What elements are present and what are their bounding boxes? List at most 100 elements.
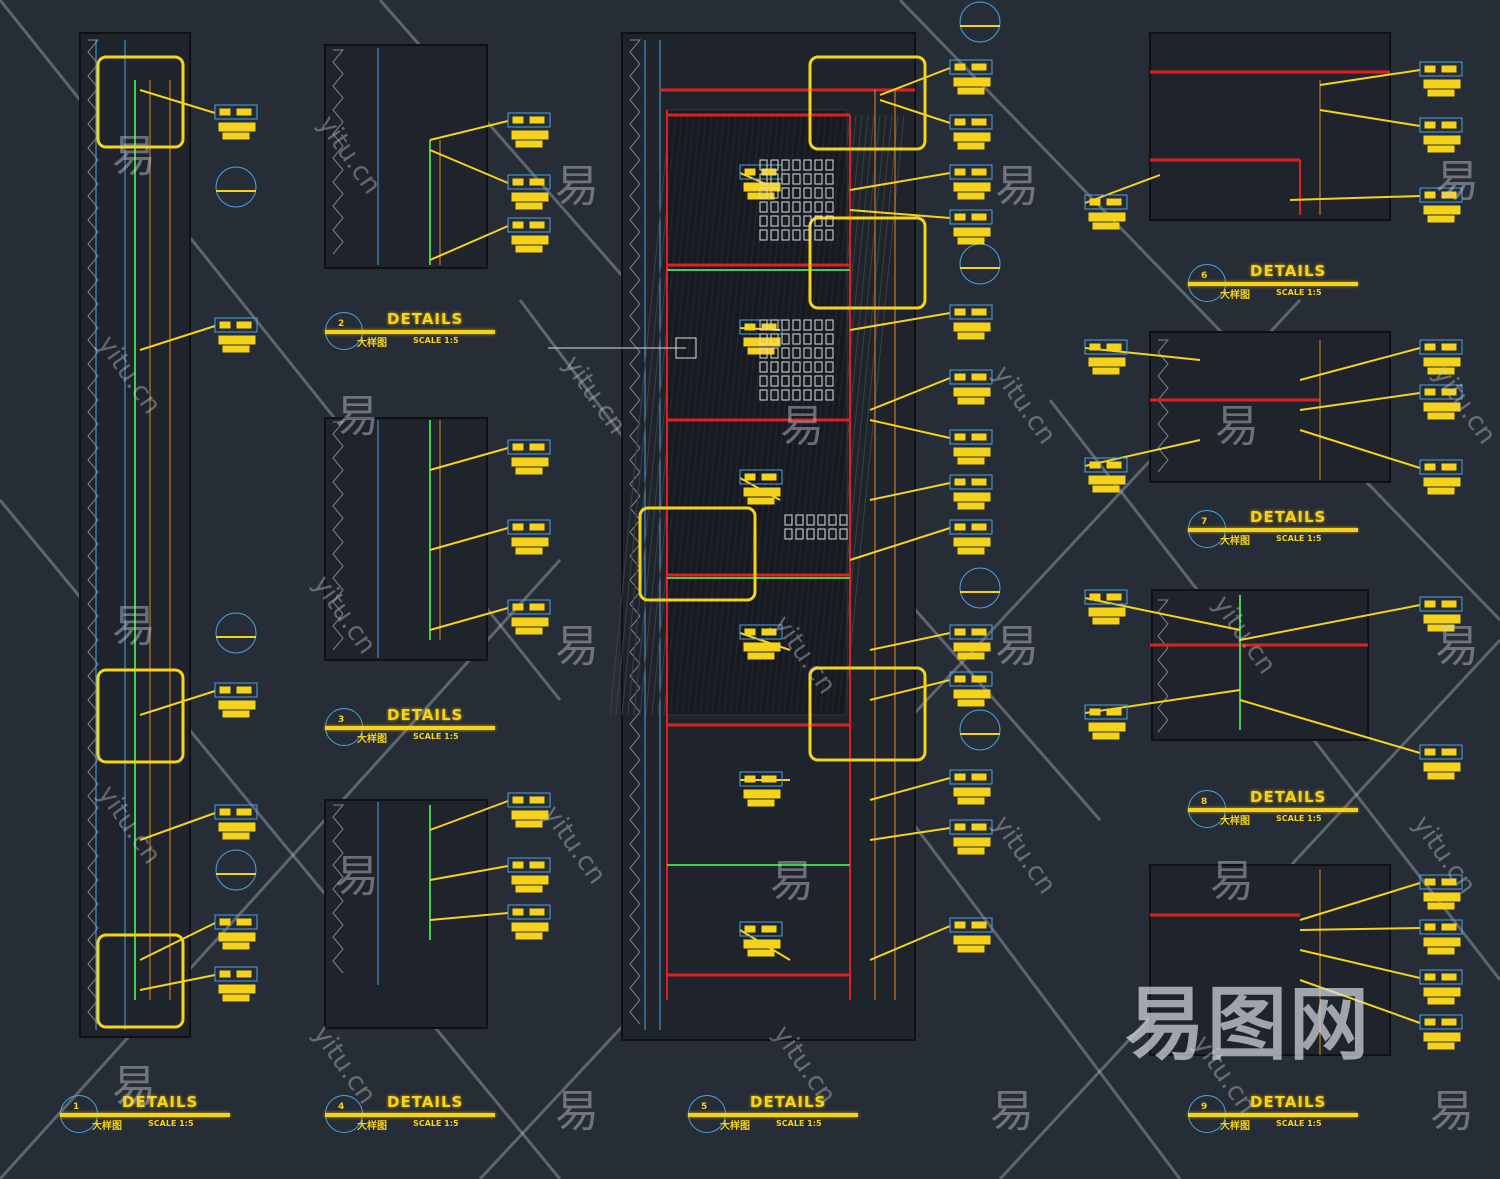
annotation-tag (214, 317, 258, 333)
annotation-tag (1419, 919, 1463, 935)
annotation-note-text (515, 820, 543, 828)
annotation-tag-code (1089, 198, 1101, 206)
vent-grid-cell (828, 528, 837, 540)
annotation-tag (949, 164, 993, 180)
annotation-tag-code (1424, 600, 1436, 608)
leader-line (429, 447, 509, 471)
annotation-tag-code (529, 908, 545, 916)
annotation-note-text (953, 322, 991, 332)
vent-grid-cell (806, 514, 815, 526)
leader-line (869, 419, 951, 439)
annotation-note-text (1423, 1032, 1461, 1042)
annotation-note-text (222, 132, 250, 140)
watermark-char: 易 (335, 851, 379, 902)
annotation-tag-code (971, 373, 987, 381)
vent-grid-cell (770, 333, 779, 345)
annotation-tag-code (1106, 198, 1122, 206)
vent-grid-cell (792, 215, 801, 227)
annotation-note-text (957, 547, 985, 555)
watermark-char: 易 (770, 856, 814, 907)
annotation-note-text (515, 885, 543, 893)
vent-grid-cell (825, 347, 834, 359)
annotation-note-text (1092, 222, 1120, 230)
vent-grid-cell (825, 375, 834, 387)
vent-grid-cell (784, 514, 793, 526)
annotation-note-text (218, 984, 256, 994)
annotation-note-text (953, 837, 991, 847)
annotation-tag-code (512, 796, 524, 804)
vent-grid-cell (814, 333, 823, 345)
vent-grid-cell (781, 187, 790, 199)
annotation-note-text (218, 335, 256, 345)
annotation-tag (1419, 339, 1463, 355)
annotation-note-text (747, 347, 775, 355)
annotation-tag (739, 469, 783, 485)
detail-title-text: DETAILS (122, 1093, 199, 1111)
leader-line (1299, 979, 1421, 1024)
annotation-tag-code (529, 523, 545, 531)
annotation-tag-code (1424, 121, 1436, 129)
annotation-tag-code (744, 323, 756, 331)
annotation-tag-code (954, 213, 966, 221)
annotation-note-text (1088, 607, 1126, 617)
detail-title-text: DETAILS (387, 706, 464, 724)
annotation-tag-code (529, 796, 545, 804)
annotation-note-text (953, 227, 991, 237)
vent-grid-cell (792, 333, 801, 345)
watermark-char: 易 (1435, 156, 1479, 207)
vent-grid-cell (817, 514, 826, 526)
annotation-note-text (1088, 357, 1126, 367)
leader-line (1299, 927, 1421, 931)
watermark-char: 易 (112, 601, 156, 652)
leader-line (429, 149, 509, 184)
annotation-tag-code (1441, 600, 1457, 608)
annotation-tag-code (971, 773, 987, 781)
annotation-note-text (1423, 892, 1461, 902)
title-underline (325, 1113, 495, 1117)
annotation-tag (1084, 457, 1128, 473)
detail-subtitle: 大样图 (720, 1121, 750, 1132)
annotation-tag-code (1441, 973, 1457, 981)
annotation-note-text (1427, 367, 1455, 375)
leader-line (1084, 347, 1201, 361)
annotation-tag-code (971, 433, 987, 441)
leader-line (429, 527, 509, 551)
annotation-tag-code (1424, 748, 1436, 756)
annotation-tag (1419, 187, 1463, 203)
leader-line (869, 482, 951, 501)
vent-grid-cell (781, 215, 790, 227)
section-hatch (609, 114, 671, 716)
annotation-tag-code (1424, 388, 1436, 396)
vent-grid-cell (814, 389, 823, 401)
annotation-tag-code (971, 523, 987, 531)
detail-frame (1149, 864, 1391, 1056)
annotation-note-text (953, 787, 991, 797)
annotation-tag-code (219, 686, 231, 694)
annotation-tag-code (971, 478, 987, 486)
annotation-note-text (957, 797, 985, 805)
annotation-tag-code (971, 213, 987, 221)
annotation-note-text (743, 642, 781, 652)
vent-grid-cell (814, 229, 823, 241)
vent-grid-cell (759, 215, 768, 227)
annotation-tag-code (954, 478, 966, 486)
annotation-tag (949, 624, 993, 640)
annotation-note-text (953, 132, 991, 142)
detail-title-text: DETAILS (1250, 508, 1327, 526)
detail-scale: SCALE 1:5 (413, 732, 459, 741)
vent-grid-cell (828, 514, 837, 526)
section-marker-circle (215, 849, 257, 891)
watermark-char: 易 (995, 161, 1039, 212)
watermark-char: 易 (555, 1086, 599, 1137)
watermark-char: 易 (990, 1086, 1034, 1137)
vent-grid-cell (814, 187, 823, 199)
annotation-note-text (743, 789, 781, 799)
annotation-tag (214, 966, 258, 982)
annotation-note-text (747, 652, 775, 660)
leader-line (869, 679, 951, 701)
vent-grid-cell (770, 347, 779, 359)
annotation-note-text (957, 457, 985, 465)
watermark-char: 易 (112, 131, 156, 182)
annotation-tag-code (529, 603, 545, 611)
annotation-note-text (747, 497, 775, 505)
